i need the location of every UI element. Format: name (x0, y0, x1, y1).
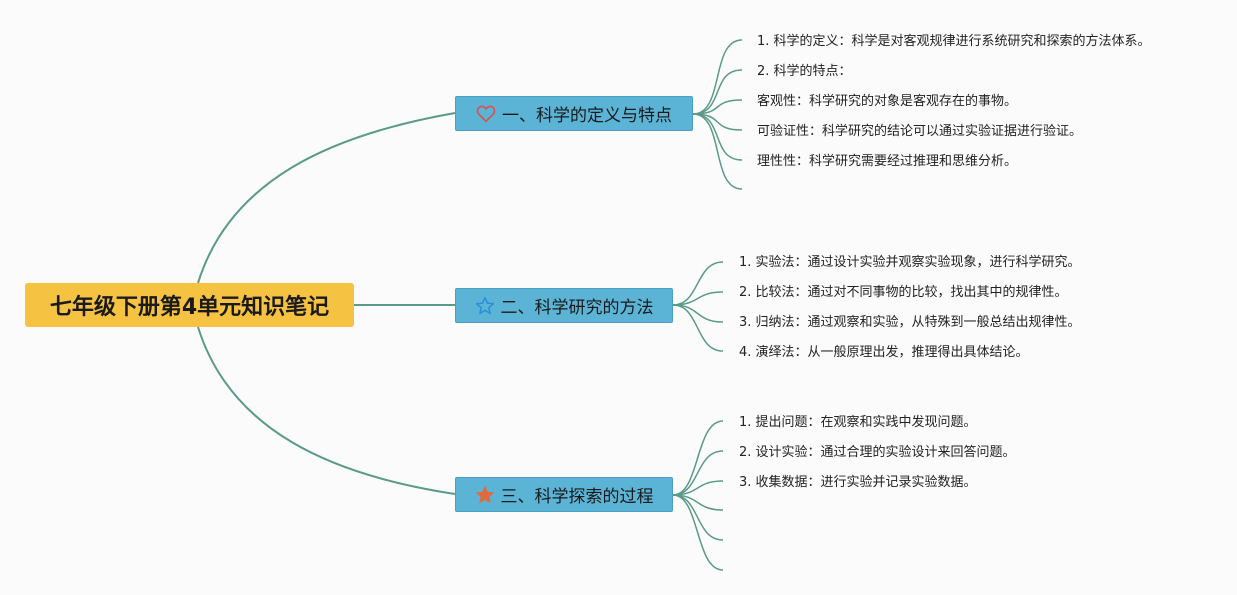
star-outline-icon (475, 296, 495, 316)
root-label: 七年级下册第4单元知识笔记 (49, 295, 330, 320)
topic-1-item-5[interactable]: 理性性：科学研究需要经过推理和思维分析。 (757, 154, 1018, 169)
topic-1-item-4[interactable]: 可验证性：科学研究的结论可以通过实验证据进行验证。 (757, 124, 1083, 139)
topic-2-label: 二、科学研究的方法 (500, 298, 654, 318)
root-node[interactable]: 七年级下册第4单元知识笔记 (25, 283, 354, 327)
heart-outline-icon (476, 104, 496, 124)
topic-node-1[interactable]: 一、科学的定义与特点 (455, 96, 693, 131)
topic-1-item-3[interactable]: 客观性：科学研究的对象是客观存在的事物。 (757, 94, 1018, 109)
root-branch-1 (197, 112, 456, 284)
topic-1-leaf-lines (692, 39, 743, 190)
topic-1-item-1[interactable]: 1. 科学的定义：科学是对客观规律进行系统研究和探索的方法体系。 (757, 34, 1151, 49)
topic-node-3[interactable]: 三、科学探索的过程 (455, 477, 673, 512)
topic-3-item-2[interactable]: 2. 设计实验：通过合理的实验设计来回答问题。 (739, 445, 1016, 460)
topic-3-item-3[interactable]: 3. 收集数据：进行实验并记录实验数据。 (739, 475, 977, 490)
topic-3-leaf-lines (672, 420, 724, 571)
star-filled-icon (475, 485, 495, 505)
topic-1-label: 一、科学的定义与特点 (502, 106, 672, 126)
topic-2-item-3[interactable]: 3. 归纳法：通过观察和实验，从特殊到一般总结出规律性。 (739, 315, 1081, 330)
topic-3-label: 三、科学探索的过程 (500, 487, 654, 507)
topic-3-item-1[interactable]: 1. 提出问题：在观察和实践中发现问题。 (739, 415, 977, 430)
topic-2-item-2[interactable]: 2. 比较法：通过对不同事物的比较，找出其中的规律性。 (739, 285, 1068, 300)
topic-1-item-2[interactable]: 2. 科学的特点： (757, 64, 852, 79)
topic-2-leaf-lines (672, 261, 724, 352)
topic-2-item-4[interactable]: 4. 演绎法：从一般原理出发，推理得出具体结论。 (739, 345, 1029, 360)
topic-node-2[interactable]: 二、科学研究的方法 (455, 288, 673, 323)
root-branch-3 (197, 326, 456, 495)
topic-2-item-1[interactable]: 1. 实验法：通过设计实验并观察实验现象，进行科学研究。 (739, 255, 1081, 270)
